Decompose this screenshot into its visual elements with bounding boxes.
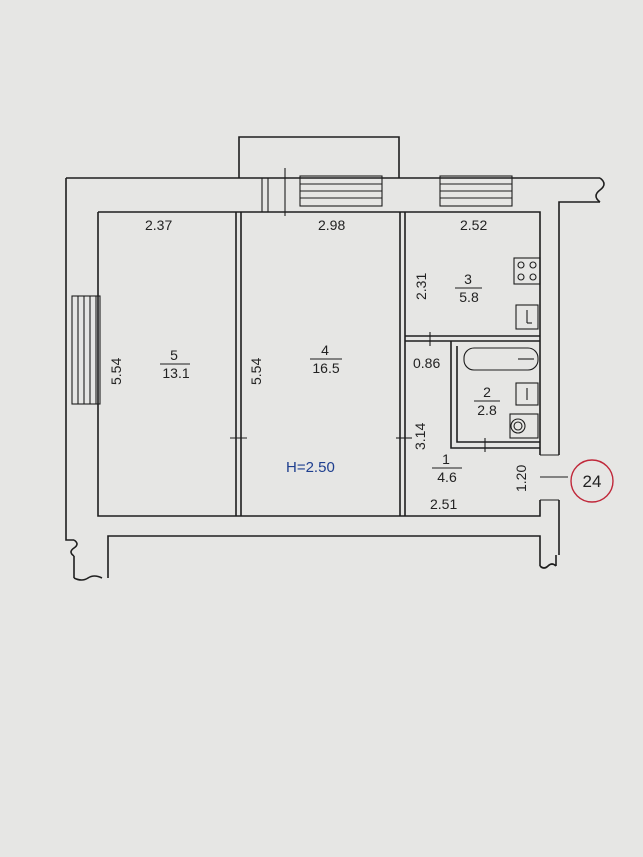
room-labels: 5 13.1 4 16.5 3 5.8 2 2.8 1 4.6 H=2.50 [160, 271, 500, 485]
room-4-number: 4 [321, 342, 329, 358]
apartment-number-badge: 24 [570, 459, 614, 503]
room-3-number: 3 [464, 271, 472, 287]
dim-room3-width: 2.52 [460, 217, 487, 233]
dim-room3-length: 2.31 [413, 273, 429, 300]
apartment-number: 24 [583, 472, 602, 491]
sink-icon [515, 304, 539, 330]
room-1-label: 1 4.6 [432, 451, 462, 485]
bathtub-icon [463, 347, 539, 371]
dim-room4-length: 5.54 [248, 358, 264, 385]
room-4-area: 16.5 [312, 360, 339, 376]
room-5-area: 13.1 [162, 365, 189, 381]
dim-hall-length: 3.14 [412, 423, 428, 450]
dim-hall-width: 2.51 [430, 496, 457, 512]
windows [71, 168, 513, 405]
fixtures [463, 257, 541, 439]
exterior-walls [65, 177, 605, 581]
room-5-label: 5 13.1 [160, 347, 190, 381]
dim-room4-width: 2.98 [318, 217, 345, 233]
room-3-label: 3 5.8 [455, 271, 482, 305]
room-3-area: 5.8 [459, 289, 479, 305]
room-2-area: 2.8 [477, 402, 497, 418]
dimension-labels: 2.37 2.98 2.52 5.54 5.54 2.31 0.86 3.14 … [108, 217, 529, 512]
dim-room5-length: 5.54 [108, 358, 124, 385]
room-2-number: 2 [483, 384, 491, 400]
balcony [238, 136, 400, 178]
room-2-label: 2 2.8 [474, 384, 500, 418]
room-4-label: 4 16.5 [310, 342, 342, 376]
dim-bath-width: 0.86 [413, 355, 440, 371]
room-5-number: 5 [170, 347, 178, 363]
dim-entry-width: 1.20 [513, 465, 529, 492]
interior-walls [97, 211, 568, 517]
washbasin-icon [515, 382, 539, 406]
ceiling-height-label: H=2.50 [286, 459, 335, 476]
dim-room5-width: 2.37 [145, 217, 172, 233]
stove-icon [513, 257, 541, 285]
room-1-number: 1 [442, 451, 450, 467]
toilet-icon [509, 413, 539, 439]
room-1-area: 4.6 [437, 469, 457, 485]
